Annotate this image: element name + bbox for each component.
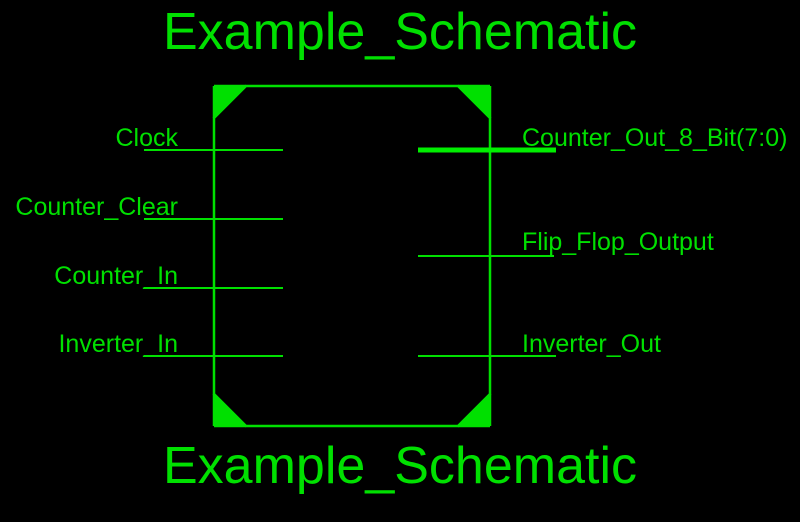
pin-label-clock: Clock — [115, 124, 178, 152]
pin-label-inverter-out: Inverter_Out — [522, 330, 661, 358]
pin-label-counter-out-8-bit: Counter_Out_8_Bit(7:0) — [522, 124, 788, 152]
corner-triangle-bottom-right — [458, 394, 490, 426]
corner-triangle-top-right — [458, 86, 490, 118]
pin-label-counter-in: Counter_In — [54, 262, 178, 290]
schematic-title-top: Example_Schematic — [163, 3, 637, 61]
pin-label-inverter-in: Inverter_In — [58, 330, 178, 358]
corner-triangle-bottom-left — [214, 394, 246, 426]
corner-triangle-top-left — [214, 86, 246, 118]
pin-label-counter-clear: Counter_Clear — [15, 193, 178, 221]
pin-label-flip-flop-output: Flip_Flop_Output — [522, 228, 714, 256]
schematic-title-bottom: Example_Schematic — [163, 437, 637, 495]
